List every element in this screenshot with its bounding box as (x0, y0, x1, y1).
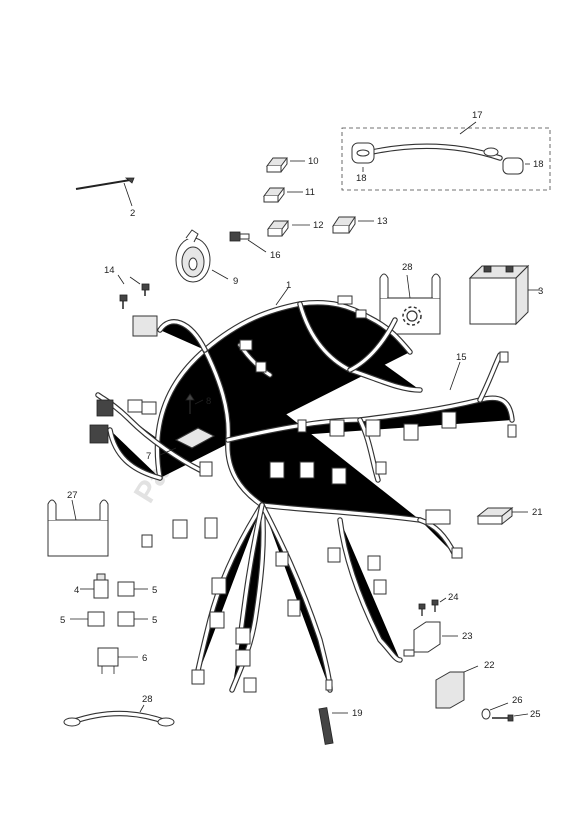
callout-14: 14 (104, 265, 115, 276)
callout-25: 25 (530, 709, 541, 720)
callout-5a: 5 (152, 585, 157, 596)
fuse-10 (266, 157, 305, 173)
screw-25 (492, 713, 529, 722)
callout-5c: 5 (152, 615, 157, 626)
callout-26: 26 (512, 695, 523, 706)
callout-3: 3 (538, 286, 543, 297)
relay-4 (80, 573, 109, 599)
component-22 (435, 665, 479, 709)
washer-26 (481, 702, 509, 720)
callout-18b: 18 (533, 159, 544, 170)
callout-8: 8 (206, 396, 211, 407)
relay-5b (70, 611, 105, 627)
callout-labels: 1 2 3 4 5 5 5 6 7 8 9 10 11 12 13 14 15 … (60, 110, 544, 720)
battery (468, 264, 540, 326)
gear-icon (402, 306, 422, 326)
main-wiring-harness (89, 287, 517, 692)
callout-7: 7 (146, 451, 151, 462)
callout-6: 6 (142, 653, 147, 664)
bracket-7 (159, 427, 216, 456)
callout-18a: 18 (356, 173, 367, 184)
relay-bracket-lower (47, 499, 109, 557)
callout-21: 21 (532, 507, 543, 518)
bracket-23 (403, 621, 458, 657)
horn-bolt (229, 231, 267, 253)
relay-5a (117, 581, 148, 597)
earth-strap (63, 704, 175, 727)
relay-6 (97, 647, 138, 674)
callout-15: 15 (456, 352, 467, 363)
callout-19: 19 (352, 708, 363, 719)
battery-lead-assembly (341, 121, 551, 191)
callout-12: 12 (313, 220, 324, 231)
callout-23: 23 (462, 631, 473, 642)
block-21 (476, 506, 528, 526)
sleeve-19 (318, 707, 348, 745)
cable-tie (75, 177, 135, 207)
callout-2: 2 (130, 208, 135, 219)
fuse-13 (332, 216, 374, 234)
callout-9: 9 (233, 276, 238, 287)
callout-4: 4 (74, 585, 79, 596)
fuse-12 (267, 220, 310, 237)
callout-13: 13 (377, 216, 388, 227)
callout-17: 17 (472, 110, 483, 121)
relay-5c (117, 611, 148, 627)
callout-10: 10 (308, 156, 319, 167)
fuse-11 (263, 187, 303, 203)
bolt-8 (185, 393, 204, 414)
horn (175, 229, 229, 283)
callout-28a: 28 (402, 262, 413, 273)
relay-bracket-upper (379, 273, 441, 335)
callout-11: 11 (305, 187, 315, 198)
callout-5b: 5 (60, 615, 65, 626)
callout-24: 24 (448, 592, 459, 603)
screws (117, 274, 150, 309)
callout-22: 22 (484, 660, 495, 671)
screws-24 (418, 597, 447, 616)
callout-27: 27 (67, 490, 78, 501)
callout-28b: 28 (142, 694, 153, 705)
callout-1: 1 (286, 280, 291, 291)
callout-16: 16 (270, 250, 281, 261)
